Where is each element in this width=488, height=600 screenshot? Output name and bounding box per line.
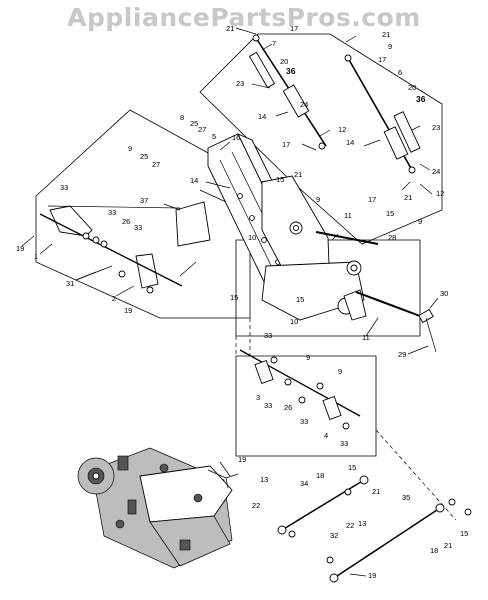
callout: 28: [388, 233, 396, 242]
callout-labels: 21 7 17 21 9 17 6 20 36 23 20 36 24 14 1…: [16, 24, 468, 580]
callout: 33: [340, 439, 348, 448]
callout: 24: [432, 167, 440, 176]
callout: 9: [306, 353, 310, 362]
callout: 16: [232, 133, 240, 142]
lower-linkage-rods: [277, 475, 472, 583]
callout: 11: [344, 211, 352, 220]
callout: 15: [230, 293, 238, 302]
callout: 5: [212, 132, 216, 141]
callout: 36: [416, 94, 426, 104]
callout: 4: [324, 431, 328, 440]
callout: 26: [284, 403, 292, 412]
callout: 19: [16, 244, 24, 253]
callout: 21: [444, 541, 452, 550]
callout: 27: [198, 125, 206, 134]
callout: 9: [128, 144, 132, 153]
callout: 20: [280, 57, 288, 66]
hydrostatic-transmission: [77, 447, 239, 569]
callout: 33: [134, 223, 142, 232]
callout: 15: [386, 209, 394, 218]
callout: 10: [248, 233, 256, 242]
callout: 29: [398, 350, 406, 359]
callout: 11: [362, 333, 370, 342]
callout: 1: [34, 252, 38, 261]
callout: 14: [346, 138, 354, 147]
callout: 20: [408, 83, 416, 92]
callout: 21: [404, 193, 412, 202]
callout: 23: [236, 79, 244, 88]
callout: 21: [294, 170, 302, 179]
callout: 8: [180, 113, 184, 122]
upper-right-frame: [199, 33, 443, 245]
callout: 31: [66, 279, 74, 288]
callout: 27: [152, 160, 160, 169]
middle-frame: [235, 239, 421, 337]
callout: 6: [398, 68, 402, 77]
callout: 19: [124, 306, 132, 315]
callout: 14: [258, 112, 266, 121]
callout: 21: [372, 487, 380, 496]
control-rod-right: [344, 54, 421, 174]
callout: 35: [402, 493, 410, 502]
callout: 33: [60, 183, 68, 192]
callout: 3: [256, 393, 260, 402]
lower-linkage-frame: [235, 355, 377, 457]
callout: 24: [300, 100, 308, 109]
callout: 19: [238, 455, 246, 464]
callout: 21: [226, 24, 234, 33]
left-brackets: [39, 201, 211, 294]
callout: 17: [368, 195, 376, 204]
leader-lines: [21, 27, 439, 577]
callout: 17: [290, 24, 298, 33]
callout: 9: [338, 367, 342, 376]
callout: 34: [300, 479, 308, 488]
control-rod-left: [248, 34, 327, 150]
callout: 15: [276, 175, 284, 184]
callout: 15: [460, 529, 468, 538]
callout: 23: [432, 123, 440, 132]
callout: 7: [272, 39, 276, 48]
tie-rods: [315, 231, 437, 353]
callout: 22: [252, 501, 260, 510]
callout: 19: [368, 571, 376, 580]
callout: 9: [316, 195, 320, 204]
callout: 21: [382, 30, 390, 39]
callout: 25: [140, 152, 148, 161]
callout: 15: [296, 295, 304, 304]
callout: 30: [440, 289, 448, 298]
callout: 12: [338, 125, 346, 134]
callout: 10: [290, 317, 298, 326]
bellcrank-plate: [261, 260, 367, 321]
main-frame-weldment: [207, 133, 331, 295]
callout: 17: [282, 140, 290, 149]
callout: 18: [316, 471, 324, 480]
callout: 25: [190, 119, 198, 128]
callout: 15: [348, 463, 356, 472]
callout: 36: [286, 66, 296, 76]
callout: 13: [358, 519, 366, 528]
callout: 33: [264, 401, 272, 410]
callout: 13: [260, 475, 268, 484]
callout: 26: [122, 217, 130, 226]
callout: 33: [300, 417, 308, 426]
watermark: AppliancePartsPros.com: [67, 3, 421, 32]
callout: 17: [378, 55, 386, 64]
callout: 2: [112, 294, 116, 303]
callout: 9: [418, 217, 422, 226]
callout: 14: [190, 176, 198, 185]
callout: 18: [430, 546, 438, 555]
callout: 32: [330, 531, 338, 540]
callout: 22: [346, 521, 354, 530]
callout: 12: [436, 189, 444, 198]
callout: 33: [264, 331, 272, 340]
callout: 33: [108, 208, 116, 217]
callout: 9: [388, 42, 392, 51]
callout: 37: [140, 196, 148, 205]
middle-bellcranks: [239, 349, 361, 430]
